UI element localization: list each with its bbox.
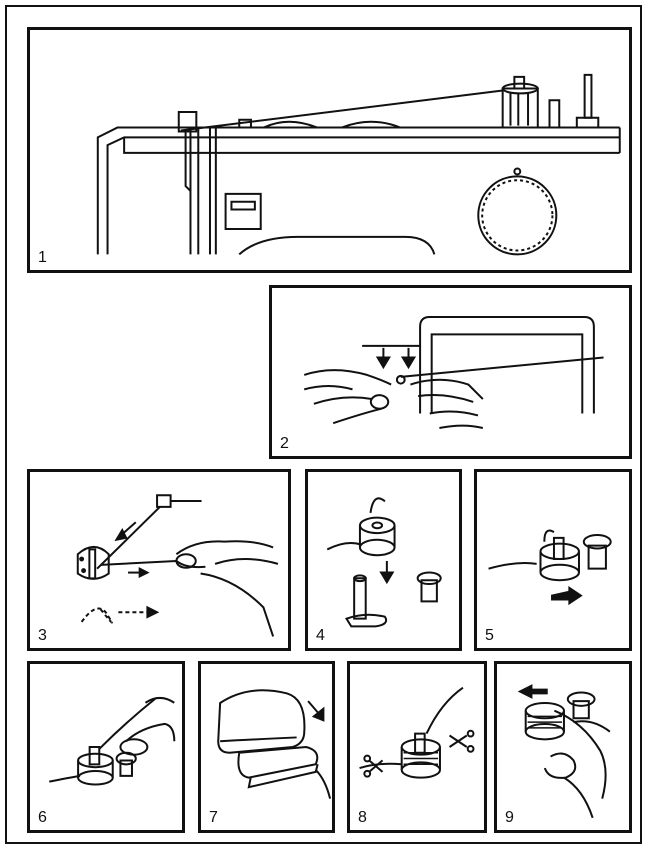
step-panel-7: 7 [198,661,335,833]
step-panel-1: 1 [27,27,632,273]
step-number: 9 [505,809,514,826]
step-number: 1 [38,249,47,266]
step-panel-3: 3 [27,469,291,651]
step-number: 6 [38,809,47,826]
step-number: 5 [485,627,494,644]
step-number: 7 [209,809,218,826]
bobbin-tension-disc-illustration [30,472,288,648]
push-spindle-right-illustration [477,472,629,648]
cut-thread-illustration [350,664,484,830]
hold-thread-end-illustration [30,664,182,830]
step-number: 8 [358,809,367,826]
step-panel-9: 9 [494,661,632,833]
bobbin-onto-spindle-illustration [308,472,459,648]
step-panel-5: 5 [474,469,632,651]
remove-bobbin-illustration [497,664,629,830]
step-number: 4 [316,627,325,644]
instruction-sheet: 1 [5,5,642,844]
press-foot-control-illustration [201,664,332,830]
step-number: 3 [38,627,47,644]
thread-guide-hands-illustration [272,288,629,456]
step-number: 2 [280,435,289,452]
step-panel-4: 4 [305,469,462,651]
step-panel-6: 6 [27,661,185,833]
machine-thread-path-illustration [30,30,629,270]
step-panel-8: 8 [347,661,487,833]
step-panel-2: 2 [269,285,632,459]
